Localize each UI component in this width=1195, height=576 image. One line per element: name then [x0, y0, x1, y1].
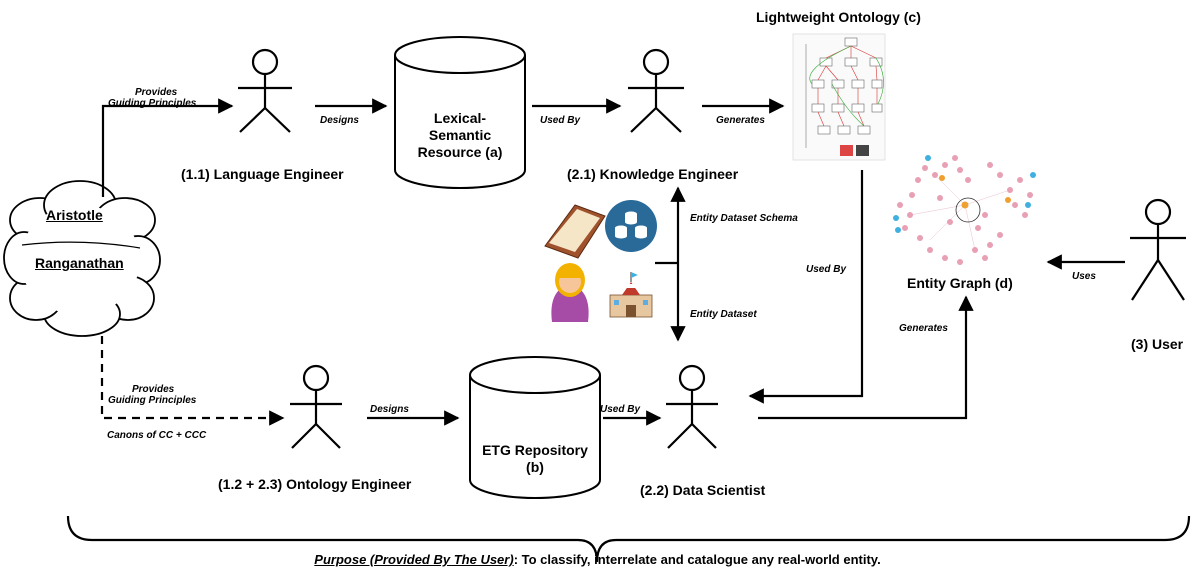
etg-repository-line2: (b) [526, 459, 544, 475]
entity-graph-image [893, 155, 1036, 265]
provides-top-label-2: Guiding Principles [108, 98, 197, 109]
database-icon [605, 200, 657, 252]
entity-graph-label: Entity Graph (d) [907, 275, 1013, 291]
used-by-bottom-label: Used By [600, 404, 641, 415]
designs-top-label: Designs [320, 115, 359, 126]
provides-bottom-arrow [100, 336, 285, 426]
user-figure [1130, 198, 1186, 301]
purpose-text: : To classify, interrelate and catalogue… [513, 552, 881, 567]
etg-repository-cylinder [469, 356, 601, 499]
used-by-right-arrow [748, 170, 864, 404]
lexical-resource-line2: Semantic [428, 127, 492, 143]
etg-repository-label: ETG Repository (b) [472, 442, 598, 476]
school-icon [609, 272, 653, 318]
knowledge-engineer-label: (2.1) Knowledge Engineer [567, 166, 739, 182]
language-engineer-figure [238, 48, 292, 133]
book-icon [544, 204, 606, 259]
entity-dataset-schema-label: Entity Dataset Schema [690, 213, 798, 224]
connectors [100, 98, 1125, 426]
provides-bottom-label-1: Provides [132, 384, 175, 395]
provides-top-arrow [101, 98, 234, 197]
purpose-footer: Purpose (Provided By The User): To class… [0, 552, 1195, 567]
purpose-label: Purpose (Provided By The User) [314, 552, 514, 567]
ranganathan-label: Ranganathan [35, 255, 124, 271]
aristotle-label: Aristotle [46, 207, 103, 223]
generates-bottom-arrow [758, 295, 974, 420]
ontology-engineer-label: (1.2 + 2.3) Ontology Engineer [218, 476, 412, 492]
purpose-brace [66, 515, 1191, 563]
used-by-top-label: Used By [540, 115, 581, 126]
ontology-engineer-figure [290, 364, 342, 449]
user-label: (3) User [1131, 336, 1184, 352]
lexical-resource-line1: Lexical- [433, 110, 487, 126]
provides-bottom-label-2: Guiding Principles [108, 395, 197, 406]
lexical-semantic-resource-cylinder [394, 36, 526, 189]
generates-top-label: Generates [716, 115, 765, 126]
lightweight-ontology-image [792, 33, 886, 161]
lexical-resource-line3: Resource (a) [417, 144, 503, 160]
knowledge-engineer-figure [628, 48, 684, 133]
generates-bottom-label: Generates [899, 323, 948, 334]
etg-repository-line1: ETG Repository [482, 442, 588, 458]
lightweight-ontology-label: Lightweight Ontology (c) [756, 9, 921, 25]
uses-label: Uses [1072, 271, 1096, 282]
language-engineer-label: (1.1) Language Engineer [181, 166, 344, 182]
thinkers-cloud [3, 180, 161, 337]
canons-label: Canons of CC + CCC [107, 430, 207, 441]
used-by-right-label: Used By [806, 264, 847, 275]
provides-top-label-1: Provides [135, 87, 178, 98]
entity-dataset-label: Entity Dataset [690, 309, 757, 320]
lexical-resource-label: Lexical- Semantic Resource (a) [405, 110, 515, 161]
data-scientist-label: (2.2) Data Scientist [640, 482, 766, 498]
data-scientist-figure [666, 364, 718, 449]
person-icon [551, 263, 589, 322]
designs-bottom-label: Designs [370, 404, 409, 415]
